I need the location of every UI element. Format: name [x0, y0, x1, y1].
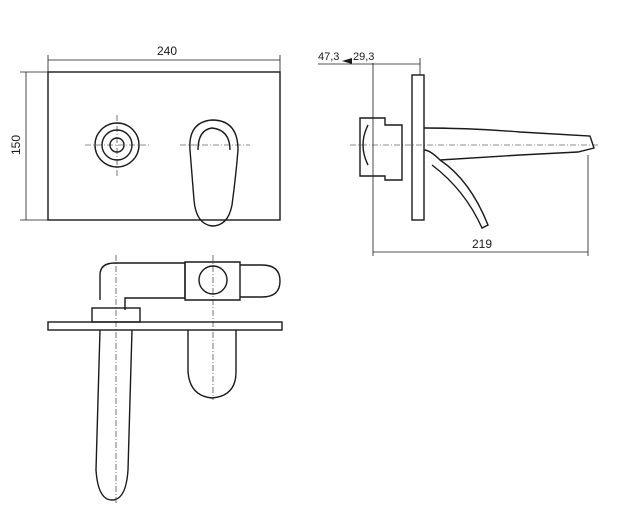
pipe-top: [99, 262, 186, 310]
top-view: [47, 255, 283, 505]
offset-a-label: 47,3: [318, 51, 340, 63]
valve-body-side: [359, 117, 403, 181]
diverter-knob: [85, 115, 150, 178]
front-view: 240 150: [9, 44, 281, 227]
lever-top: [187, 330, 237, 399]
dim-arrow: [342, 58, 352, 64]
offset-b-label: 29,3: [353, 51, 375, 63]
lever-handle-front: [180, 119, 250, 227]
lever-side: [431, 159, 489, 229]
wall-plate-front: [47, 71, 281, 221]
side-view: 219: [318, 58, 600, 256]
wall-plate-top: [47, 321, 283, 331]
spout-side: [423, 127, 595, 161]
width-dim-label: 240: [157, 44, 177, 58]
height-dim-label: 150: [9, 135, 23, 155]
spout-top: [95, 329, 133, 501]
projection-dim-label: 219: [472, 237, 492, 251]
wall-plate-side: [411, 74, 425, 221]
